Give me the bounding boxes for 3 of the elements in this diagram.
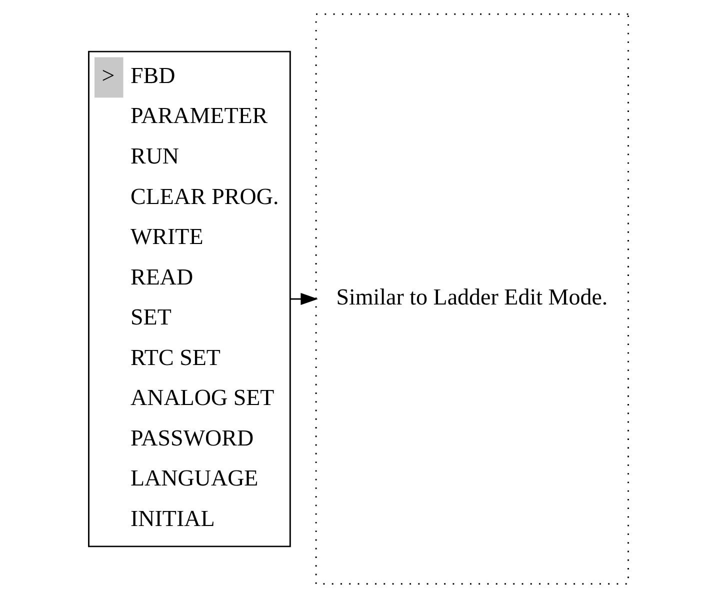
node-box: > FBD PARAMETER RUN CLEAR PROG. WRITE READ SET RTC SET ANALOG SET PASSWORD LANGUAGE INITIAL [88, 50, 291, 548]
node-box: Similar to Ladder Edit Mode. [315, 13, 629, 585]
arrow [290, 292, 318, 306]
